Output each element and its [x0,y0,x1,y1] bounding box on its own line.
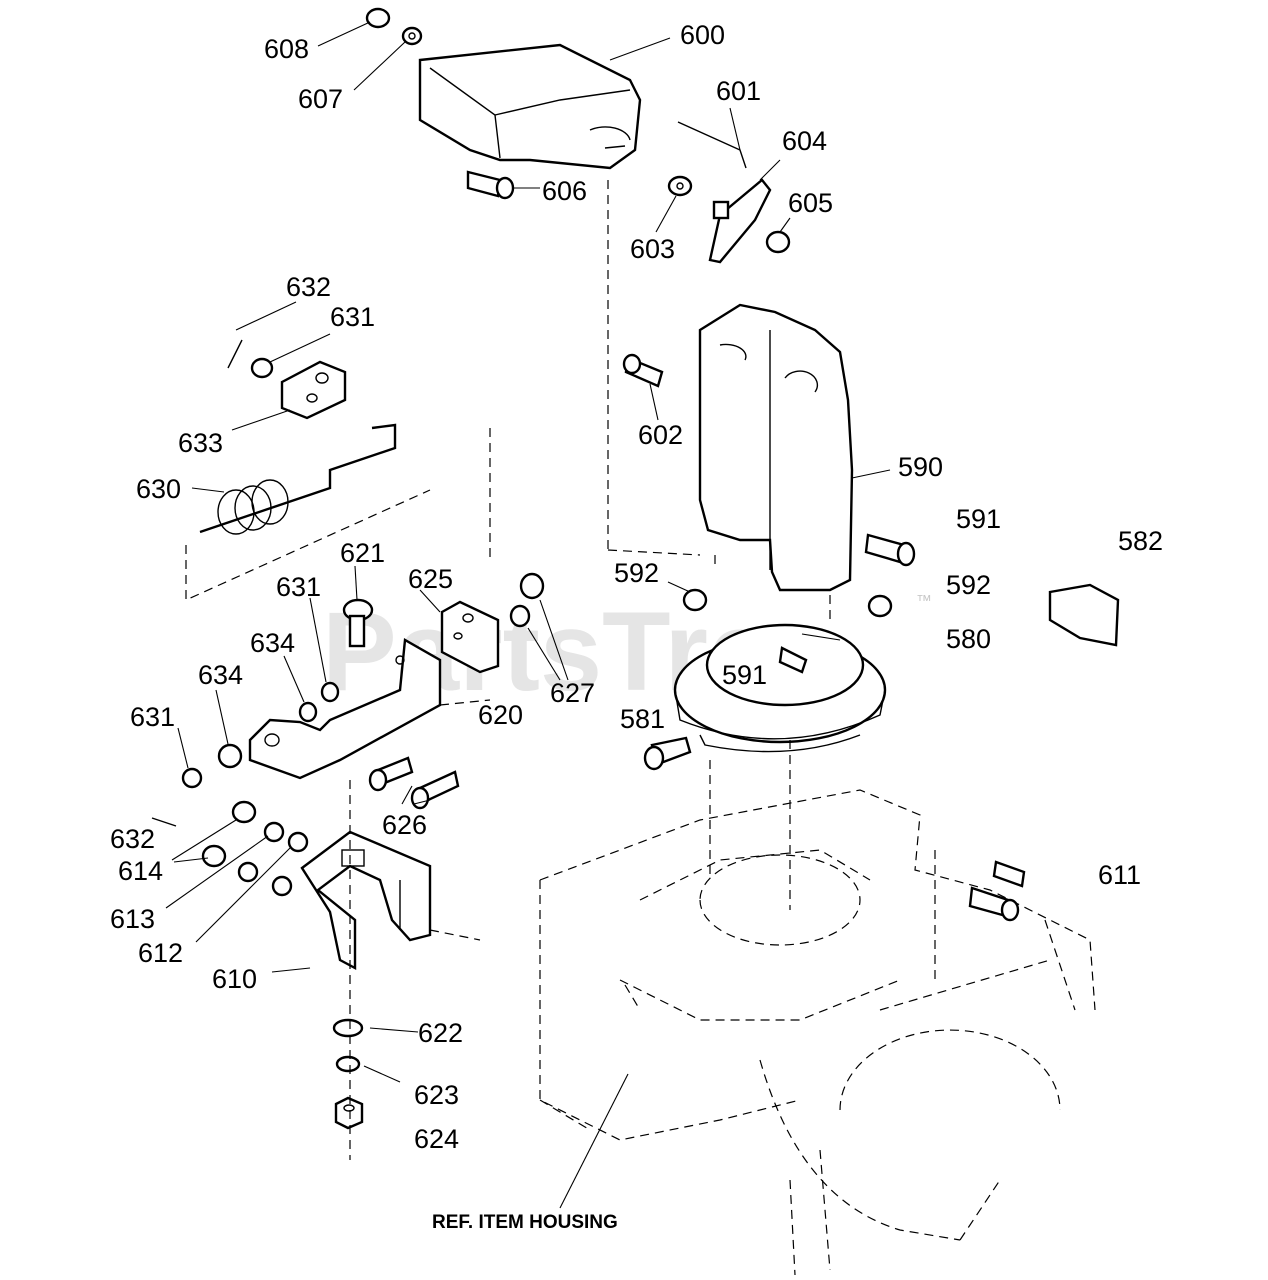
nut-605 [765,230,791,254]
washer-634-mid [298,701,318,723]
washer-612-b [271,875,293,897]
washer-631-left [181,767,203,789]
leader-lines [165,21,891,1209]
knob-604 [708,178,772,264]
bracket-610 [300,830,432,970]
nut-592-right [867,594,893,618]
bolt-606 [466,170,515,200]
callout-624: 624 [414,1124,459,1154]
callout-623: 623 [414,1080,459,1110]
housing-outline [539,789,1096,1276]
block-633 [280,360,347,420]
callout-632-top: 632 [286,272,331,302]
bolt-581 [643,736,692,771]
callout-625: 625 [408,564,453,594]
callout-591-upper: 591 [956,504,1001,534]
callout-606: 606 [542,176,587,206]
callout-581: 581 [620,704,665,734]
callout-626: 626 [382,810,427,840]
pin-632-top [227,339,243,369]
callout-602: 602 [638,420,683,450]
reference-label: REF. ITEM HOUSING [432,1212,618,1233]
callout-605: 605 [788,188,833,218]
pin-601 [677,121,747,169]
callout-627: 627 [550,678,595,708]
nut-614-a [231,800,257,824]
washer-603 [667,175,693,197]
callout-621: 621 [340,538,385,568]
callout-613: 613 [110,904,155,934]
trademark-symbol: ™ [916,593,932,610]
washer-612-a [287,831,309,853]
callout-592-right: 592 [946,570,991,600]
callout-608: 608 [264,34,309,64]
callout-631-top: 631 [330,302,375,332]
callout-590: 590 [898,452,943,482]
plate-625 [440,600,500,674]
callout-580: 580 [946,624,991,654]
callout-604: 604 [782,126,827,156]
bolts-626 [368,756,460,810]
callout-592-left: 592 [614,558,659,588]
nut-592-left [682,588,708,612]
washer-631-mid [320,681,340,703]
callout-632-lower: 632 [110,824,155,854]
upper-deflector [418,43,642,170]
callout-631-mid: 631 [276,572,321,602]
callout-600: 600 [680,20,725,50]
keeper-582 [1048,583,1120,647]
washer-627-b [509,604,531,628]
callout-634-mid: 634 [250,628,295,658]
assembly-lines [185,180,1076,1160]
bolt-621 [342,598,374,648]
discharge-chute [698,303,854,592]
washer-622 [332,1018,364,1038]
washer-631-top [250,357,274,379]
callout-labels: 600 601 604 605 606 603 608 607 632 631 … [110,20,1163,1233]
callout-611: 611 [1098,860,1141,890]
nut-608 [365,7,391,29]
callout-630: 630 [136,474,181,504]
washer-607 [401,26,423,46]
washer-627-a [519,572,545,600]
callout-620: 620 [478,700,523,730]
pin-632-lower [151,817,177,827]
callout-622: 622 [418,1018,463,1048]
callout-607: 607 [298,84,343,114]
nut-614-b [201,844,227,868]
callout-610: 610 [212,964,257,994]
bolt-591-upper [864,533,916,567]
washer-613-b [237,861,259,883]
nut-624 [334,1096,364,1130]
bracket-620 [248,638,442,780]
callout-612: 612 [138,938,183,968]
washer-613-a [263,821,285,843]
bolt-591-lower [778,646,808,674]
washer-623 [335,1055,361,1073]
callout-631-left: 631 [130,702,175,732]
crank-rod [199,423,397,535]
callout-601: 601 [716,76,761,106]
callout-582: 582 [1118,526,1163,556]
callout-614: 614 [118,856,163,886]
bolt-602 [622,353,664,388]
bolts-611 [968,860,1026,922]
washer-634-left [217,743,243,769]
callout-633: 633 [178,428,223,458]
callout-591-lower: 591 [722,660,767,690]
callout-603: 603 [630,234,675,264]
callout-634-left: 634 [198,660,243,690]
